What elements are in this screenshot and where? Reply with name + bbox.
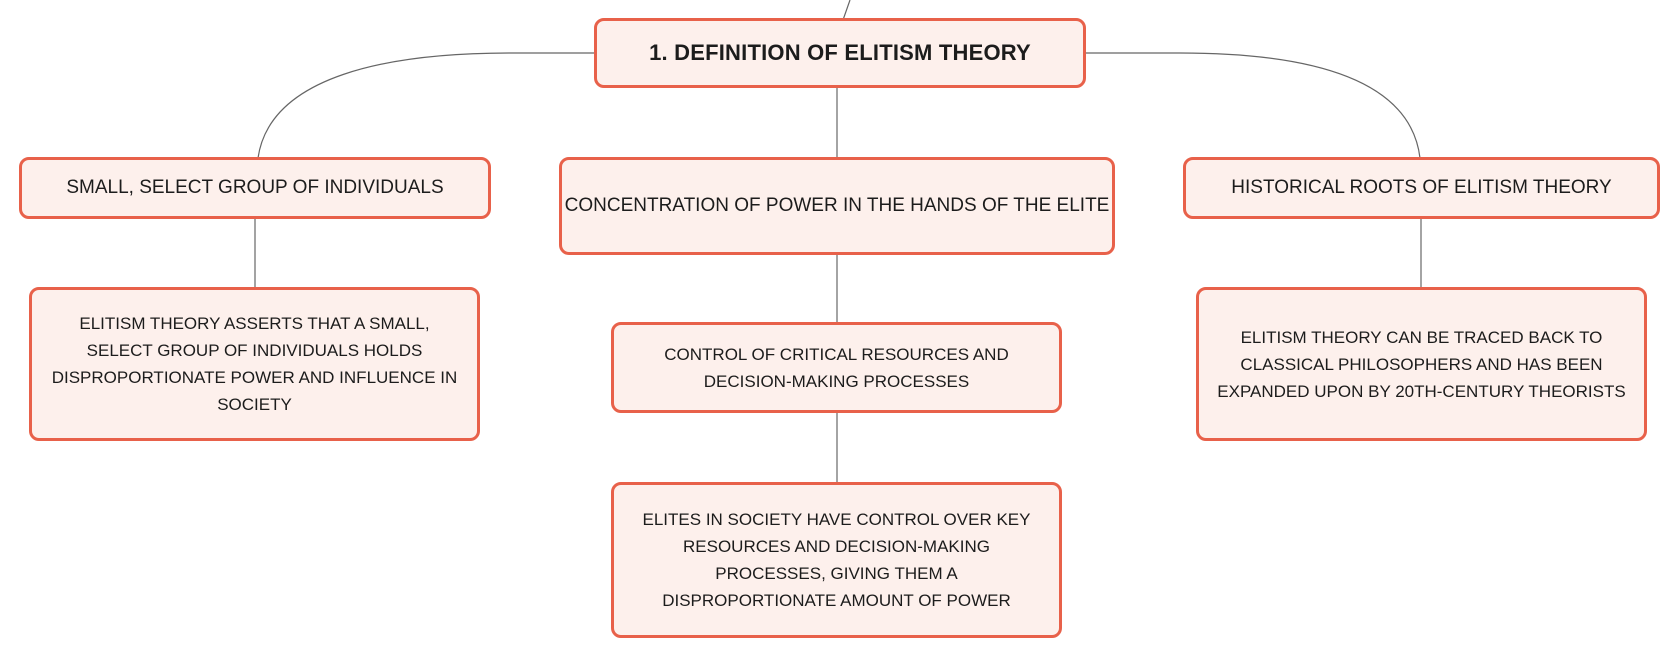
branch-node-concentration-of-power[interactable]: CONCENTRATION OF POWER IN THE HANDS OF T… [559,157,1115,255]
child-node-historical-roots-detail[interactable]: ELITISM THEORY CAN BE TRACED BACK TO CLA… [1196,287,1647,441]
branch-node-historical-roots[interactable]: HISTORICAL ROOTS OF ELITISM THEORY [1183,157,1660,219]
branch-node-label: HISTORICAL ROOTS OF ELITISM THEORY [1231,177,1612,198]
branch-node-small-group[interactable]: SMALL, SELECT GROUP OF INDIVIDUALS [19,157,491,219]
child-node-label: ELITISM THEORY ASSERTS THAT A SMALL, SEL… [51,314,458,414]
connector-root-to-branch-right [1085,52,1421,159]
branch-node-label: SMALL, SELECT GROUP OF INDIVIDUALS [66,177,444,198]
child-node-label: CONTROL OF CRITICAL RESOURCES AND DECISI… [664,344,1009,391]
branch-node-label: CONCENTRATION OF POWER IN THE HANDS OF T… [564,195,1110,216]
root-node-label: 1. DEFINITION OF ELITISM THEORY [649,40,1031,65]
connector-parent-to-root [842,0,851,21]
child-node-label: ELITES IN SOCIETY HAVE CONTROL OVER KEY … [642,510,1031,610]
connector-root-to-branch-left [257,52,595,159]
child-node-control-of-resources[interactable]: CONTROL OF CRITICAL RESOURCES AND DECISI… [611,322,1062,413]
root-node[interactable]: 1. DEFINITION OF ELITISM THEORY [594,18,1086,88]
child-node-elites-control-detail[interactable]: ELITES IN SOCIETY HAVE CONTROL OVER KEY … [611,482,1062,638]
child-node-label: ELITISM THEORY CAN BE TRACED BACK TO CLA… [1217,327,1626,401]
child-node-small-group-definition[interactable]: ELITISM THEORY ASSERTS THAT A SMALL, SEL… [29,287,480,441]
